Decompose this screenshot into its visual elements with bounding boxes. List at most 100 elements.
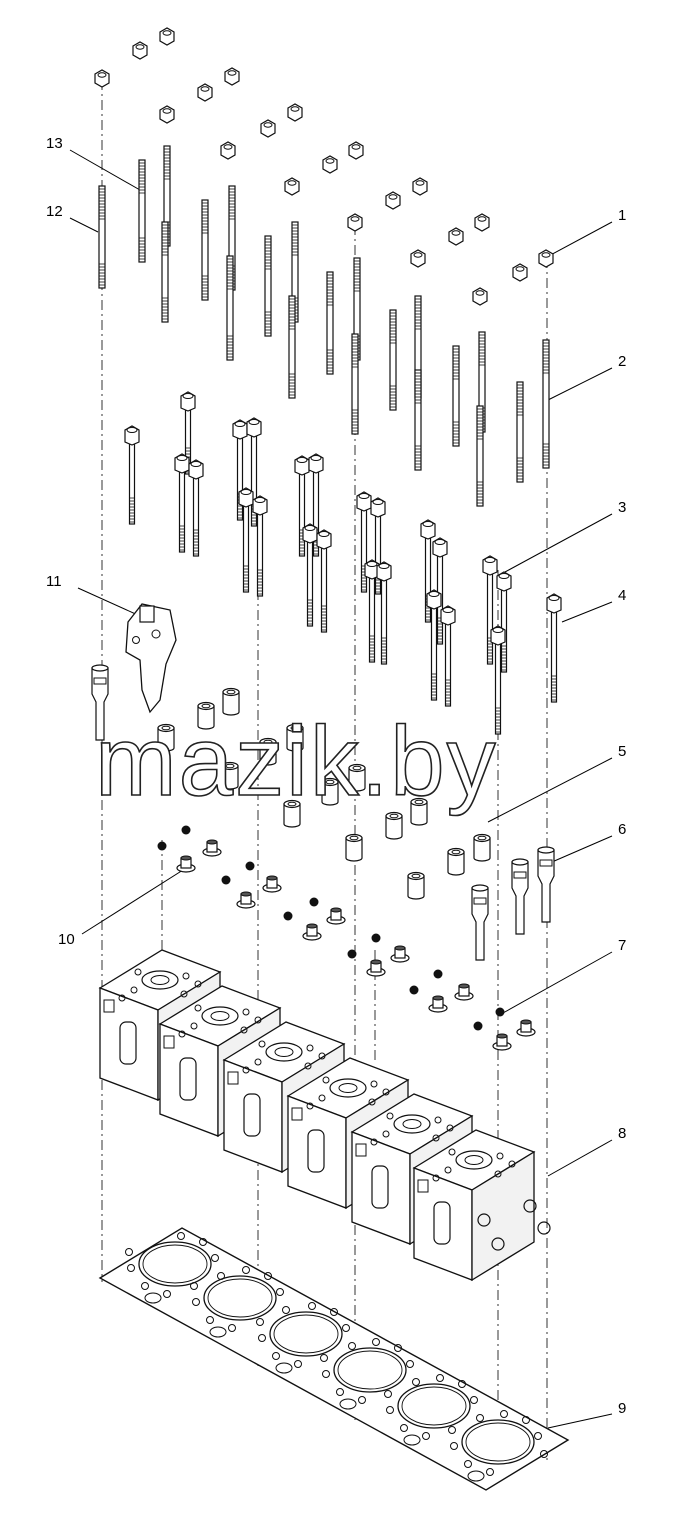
bolt [302, 523, 318, 627]
gasket-bore [203, 1275, 277, 1321]
bolt-shank [298, 471, 306, 557]
sleeve-bore [263, 739, 273, 745]
head-valve-hole [508, 1160, 516, 1168]
stud-shank [138, 159, 146, 263]
gasket-hole [206, 1316, 214, 1324]
nut-hole [227, 70, 237, 76]
seal-top [206, 839, 218, 845]
nut [197, 83, 213, 102]
head-boss [417, 1179, 429, 1193]
clamp-body [471, 887, 489, 961]
clamp-body [91, 667, 109, 741]
head-valve-hole [306, 1102, 314, 1110]
head-port [265, 1042, 303, 1062]
bolt-head-top [176, 455, 188, 461]
gasket-bore [397, 1383, 471, 1429]
clamp-top [511, 858, 529, 866]
seal-top [432, 995, 444, 1001]
head-valve-hole [382, 1088, 390, 1096]
bolt-head [496, 571, 512, 592]
clamp-top [91, 664, 109, 672]
gasket-hole [436, 1374, 444, 1382]
sleeve-body [473, 837, 491, 862]
bolt [426, 589, 442, 701]
gasket-hole [448, 1426, 456, 1434]
leader-line [69, 217, 99, 233]
callout-9: 9 [618, 1400, 627, 1417]
sleeve-top [321, 777, 339, 787]
sleeve-bore [290, 725, 300, 731]
sleeve-body [407, 875, 425, 900]
clamp-body [537, 849, 555, 923]
valve-ball [433, 969, 443, 979]
stud [389, 309, 397, 411]
sleeve-top [283, 799, 301, 809]
head-valve-hole [240, 1026, 248, 1034]
head-window [371, 1165, 389, 1209]
stud-shank [161, 221, 169, 323]
gasket-bore-ring [207, 1278, 273, 1318]
callout-6: 6 [618, 821, 627, 838]
gasket-hole [450, 1442, 458, 1450]
stud-shank [542, 339, 550, 469]
bolt-shank [178, 469, 186, 553]
sleeve-row [157, 687, 491, 900]
head-port [329, 1078, 367, 1098]
bolt [238, 487, 254, 593]
bolt [420, 519, 436, 623]
sleeve [286, 723, 304, 752]
head-gasket [98, 1227, 570, 1491]
bolt-head [124, 425, 140, 446]
sleeve-body [410, 801, 428, 826]
bolt-shank [128, 441, 136, 525]
head-valve-hole [258, 1040, 266, 1048]
gasket-port [339, 1398, 357, 1410]
bolt-shank [320, 545, 328, 633]
leader-line [487, 757, 613, 823]
seal-top [330, 907, 342, 913]
stud-shank [264, 235, 272, 337]
stud [476, 405, 484, 507]
seal-top [458, 983, 470, 989]
gasket-bore-ring [465, 1422, 531, 1462]
bolt [188, 459, 204, 557]
sleeve-body [447, 851, 465, 876]
bolt-head-top [304, 525, 316, 531]
stud [264, 235, 272, 337]
injector-clamp [537, 846, 555, 923]
valve-seal [176, 855, 196, 873]
bolt-shank [360, 507, 368, 593]
gasket-port [209, 1326, 227, 1338]
bolt-head-top [318, 531, 330, 537]
leader-line [544, 221, 613, 259]
stud [98, 185, 106, 289]
callout-5: 5 [618, 743, 627, 760]
bolt-head [252, 495, 268, 516]
sleeve [385, 811, 403, 840]
head-boss [227, 1071, 239, 1085]
bolt [174, 453, 190, 553]
leader-line [504, 513, 613, 573]
sleeve-body [259, 741, 277, 766]
head-valve-hole [242, 1066, 250, 1074]
bolt-shank [374, 513, 382, 595]
bolt [370, 497, 386, 595]
gasket-hole [406, 1360, 414, 1368]
valve-seal [492, 1033, 512, 1051]
nut-hole [290, 106, 300, 112]
head-valve-hole [304, 1062, 312, 1070]
nut-hole [541, 252, 551, 258]
valve-seal [428, 995, 448, 1013]
gasket-port [144, 1292, 162, 1304]
sleeve-body [283, 803, 301, 828]
gasket-hole [308, 1302, 316, 1310]
sleeve-top [348, 763, 366, 773]
callout-13: 13 [46, 135, 63, 152]
bracket-hole [132, 636, 140, 644]
nut [538, 249, 554, 268]
bolt-head-top [422, 521, 434, 527]
valve-seal [302, 923, 322, 941]
bolt [482, 555, 498, 665]
bolt-head [420, 519, 436, 540]
nut [472, 287, 488, 306]
